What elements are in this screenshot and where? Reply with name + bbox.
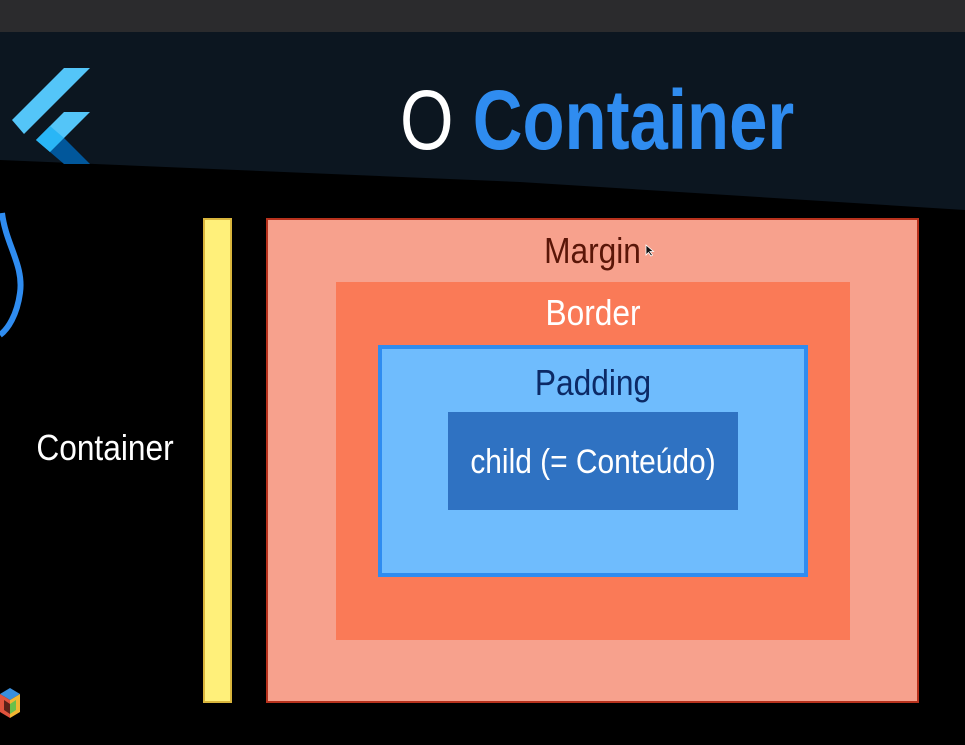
page-title: O Container: [400, 70, 794, 170]
border-label: Border: [545, 292, 641, 333]
container-label: Container: [36, 427, 174, 468]
child-label: child (= Conteúdo): [470, 443, 716, 481]
top-bar: [0, 0, 965, 32]
container-bar: [203, 218, 232, 703]
padding-label: Padding: [534, 362, 652, 403]
cube-logo-icon: [0, 688, 20, 718]
title-main: Container: [472, 73, 795, 167]
blue-curve-icon: [0, 212, 24, 338]
title-prefix: O: [400, 73, 454, 167]
mouse-pointer-icon: [645, 244, 655, 257]
flutter-logo-icon: [12, 68, 90, 164]
header-band: [0, 32, 965, 210]
margin-label: Margin: [544, 230, 641, 271]
child-box: [448, 412, 738, 510]
